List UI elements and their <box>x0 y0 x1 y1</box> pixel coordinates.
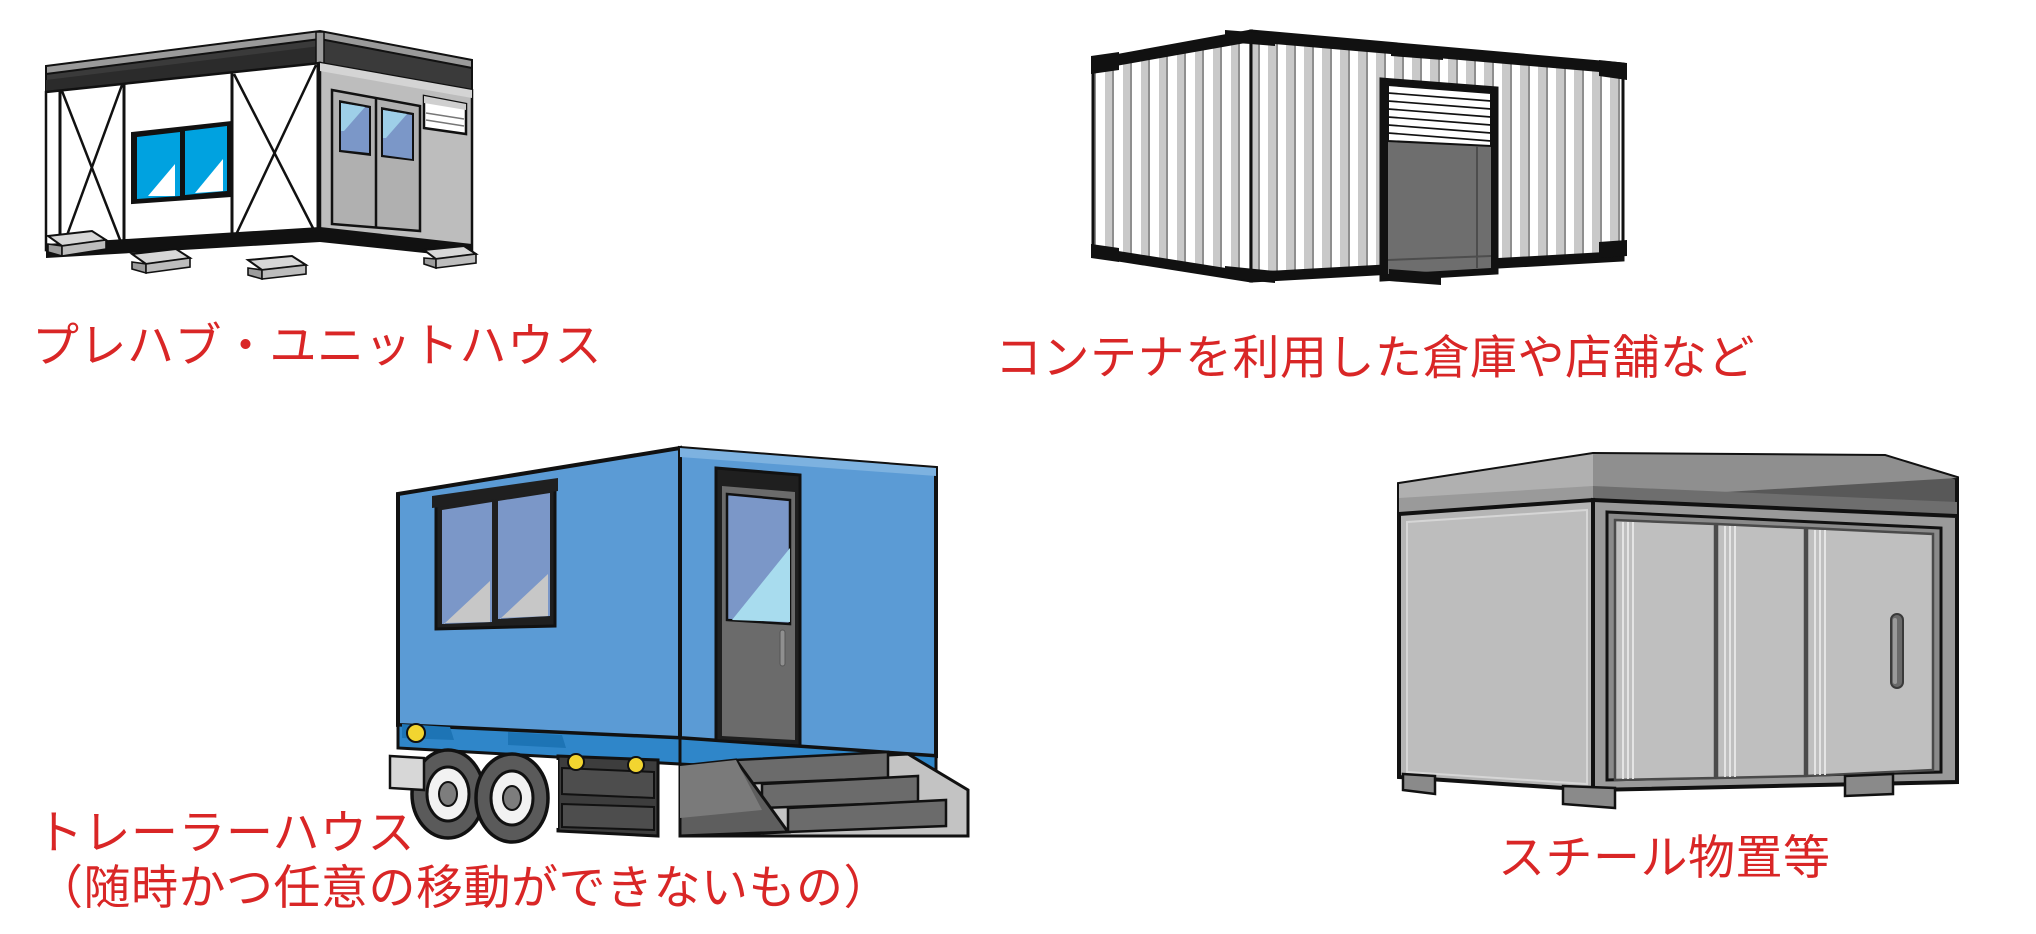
figure-steel-storage-shed <box>1385 442 1965 822</box>
trailer-entry-door[interactable] <box>714 466 802 748</box>
air-conditioner-unit <box>422 94 468 136</box>
caption-trailer-house: トレーラーハウス（随時かつ任意の移動ができないもの） <box>36 805 891 916</box>
shed-footings <box>1401 772 1895 810</box>
trailer-sliding-windows <box>432 478 558 631</box>
caption-prefab-unit-house: プレハブ・ユニットハウス <box>32 319 602 372</box>
figure-trailer-house <box>380 438 970 844</box>
container-corner-fittings <box>1091 30 1627 285</box>
shed-sliding-door-panels[interactable] <box>1613 518 1935 782</box>
trailer-tandem-wheels <box>388 748 558 844</box>
shed-side-wall <box>1397 497 1595 793</box>
caption-trailer-line1: トレーラーハウス <box>36 806 416 859</box>
roller-shutter-door[interactable] <box>1379 77 1499 282</box>
trailer-concrete-stairs <box>678 750 970 838</box>
prefab-double-door[interactable] <box>330 88 422 233</box>
figure-prefab-unit-house <box>20 18 490 283</box>
prefab-sliding-window <box>131 120 233 205</box>
figure-container-warehouse <box>1085 28 1630 288</box>
caption-trailer-line2: （随時かつ任意の移動ができないもの） <box>36 861 891 915</box>
caption-container-warehouse: コンテナを利用した倉庫や店舗など <box>995 331 1755 384</box>
prefab-roof <box>45 29 473 94</box>
prefab-base-footings <box>45 227 479 281</box>
shed-door-handle[interactable] <box>1890 613 1904 689</box>
caption-steel-storage-shed: スチール物置等 <box>1498 831 1831 884</box>
